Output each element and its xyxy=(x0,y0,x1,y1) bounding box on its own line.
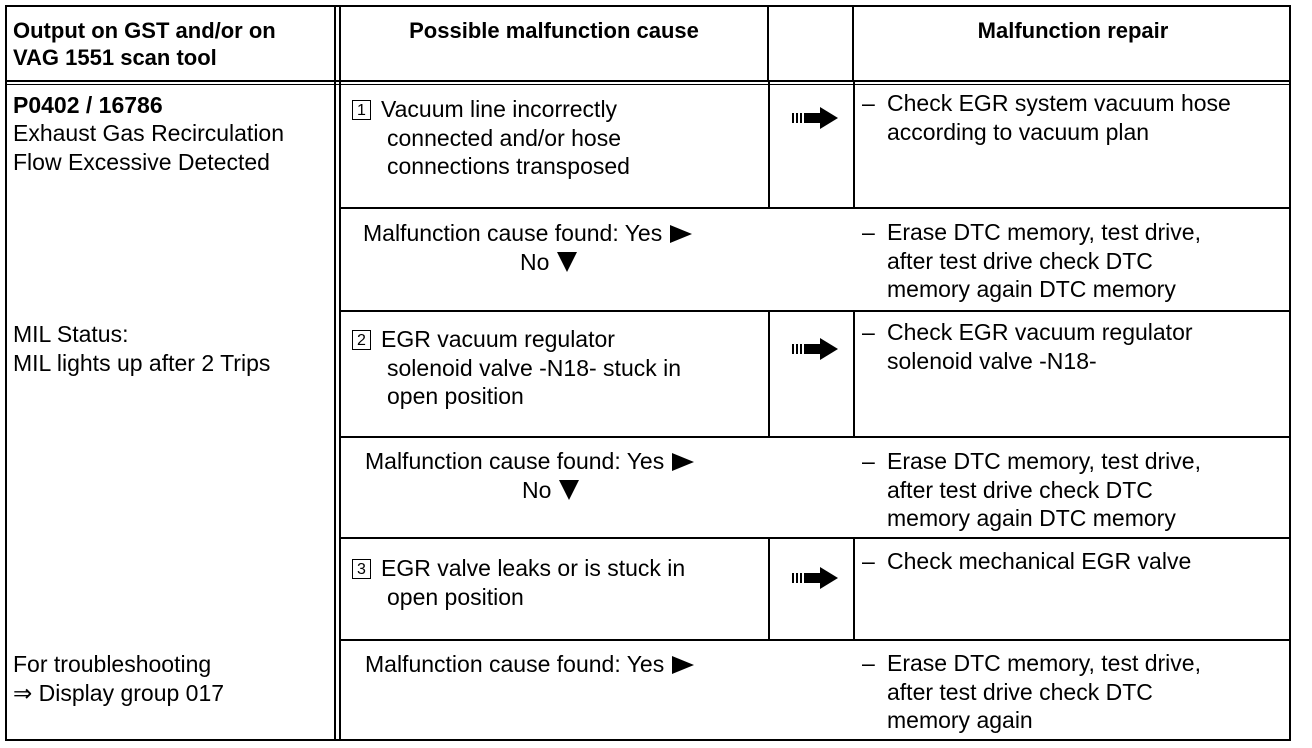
found-1-yes: Malfunction cause found: Yes xyxy=(363,219,693,248)
header-divider xyxy=(5,80,1291,82)
cause-row-2: 2 EGR vacuum regulator solenoid valve -N1… xyxy=(352,325,764,411)
header-divider-second xyxy=(5,84,1291,85)
found-2-yes-label: Malfunction cause found: Yes xyxy=(365,448,665,474)
found-2-repair: Erase DTC memory, test drive, after test… xyxy=(887,448,1201,531)
cause-row-1: 1 Vacuum line incorrectly connected and/o… xyxy=(352,95,764,181)
cause-3-first-line: EGR valve leaks or is stuck in xyxy=(381,555,686,581)
row1-bottom xyxy=(339,207,1291,209)
header-cause-column: Possible malfunction cause xyxy=(409,18,699,43)
table-border-top xyxy=(5,5,1291,7)
repair-3-dash: – xyxy=(862,548,875,574)
repair-2: Check EGR vacuum regulator solenoid valv… xyxy=(887,319,1193,374)
triangle-right-icon xyxy=(670,225,693,243)
fault-description: Exhaust Gas Recirculation Flow Excessive… xyxy=(13,120,285,175)
mil-status: MIL Status: MIL lights up after 2 Trips xyxy=(13,321,271,376)
table-border-bottom xyxy=(5,739,1291,741)
fault-code: P0402 / 16786 xyxy=(13,92,163,118)
found-1-repair: Erase DTC memory, test drive, after test… xyxy=(887,219,1201,302)
triangle-down-icon xyxy=(557,252,578,272)
found-2-no-label: No xyxy=(522,477,552,503)
cause-row-3: 3 EGR valve leaks or is stuck in open pos… xyxy=(352,554,764,611)
step-number-2: 2 xyxy=(352,330,371,350)
cause-1-rest: connected and/or hose connections transp… xyxy=(387,124,630,180)
header-col2-divider xyxy=(767,5,769,82)
header-repair-column: Malfunction repair xyxy=(977,18,1169,43)
found-3-repair: Erase DTC memory, test drive, after test… xyxy=(887,650,1201,733)
triangle-down-icon xyxy=(559,480,580,500)
cause-1-first-line: Vacuum line incorrectly xyxy=(381,96,618,122)
found-2-no: No xyxy=(522,476,580,505)
right-arrow-icon xyxy=(792,107,838,129)
found2-bottom xyxy=(339,537,1291,539)
repair-3: Check mechanical EGR valve xyxy=(887,548,1192,574)
triangle-right-icon xyxy=(672,453,695,471)
row3-arrow-divider xyxy=(768,538,770,640)
col1-divider-a xyxy=(334,5,336,741)
troubleshooting-reference: For troubleshooting ⇒ Display group 017 xyxy=(13,651,225,706)
found1-bottom xyxy=(339,310,1291,312)
table-border-right xyxy=(1289,5,1291,741)
cause-3-rest: open position xyxy=(387,583,524,610)
found-3-yes: Malfunction cause found: Yes xyxy=(365,650,695,679)
right-arrow-icon xyxy=(792,338,838,360)
row3-repair-divider xyxy=(853,538,855,640)
col1-divider-b xyxy=(339,5,341,741)
found-2-yes: Malfunction cause found: Yes xyxy=(365,447,695,476)
row1-arrow-divider xyxy=(768,82,770,208)
row2-repair-divider xyxy=(853,311,855,437)
found-3-yes-label: Malfunction cause found: Yes xyxy=(365,651,665,677)
row2-arrow-divider xyxy=(768,311,770,437)
row3-bottom xyxy=(339,639,1291,641)
found-1-yes-label: Malfunction cause found: Yes xyxy=(363,220,663,246)
header-output-column: Output on GST and/or on VAG 1551 scan to… xyxy=(13,18,276,70)
header-col3-divider xyxy=(852,5,854,82)
repair-1: Check EGR system vacuum hose according t… xyxy=(887,90,1231,145)
found-3-repair-dash: – xyxy=(862,650,875,676)
cause-2-rest: solenoid valve -N18- stuck in open posit… xyxy=(387,354,682,410)
step-number-3: 3 xyxy=(352,559,371,579)
step-number-1: 1 xyxy=(352,100,371,120)
cause-2-first-line: EGR vacuum regulator xyxy=(381,326,615,352)
found-2-repair-dash: – xyxy=(862,448,875,474)
table-border-left xyxy=(5,5,7,741)
found-1-no-label: No xyxy=(520,249,550,275)
repair-2-dash: – xyxy=(862,319,875,345)
repair-1-dash: – xyxy=(862,90,875,116)
row1-repair-divider xyxy=(853,82,855,208)
right-arrow-icon xyxy=(792,567,838,589)
found-1-no: No xyxy=(520,248,578,277)
row2-bottom xyxy=(339,436,1291,438)
triangle-right-icon xyxy=(672,656,695,674)
found-1-repair-dash: – xyxy=(862,219,875,245)
